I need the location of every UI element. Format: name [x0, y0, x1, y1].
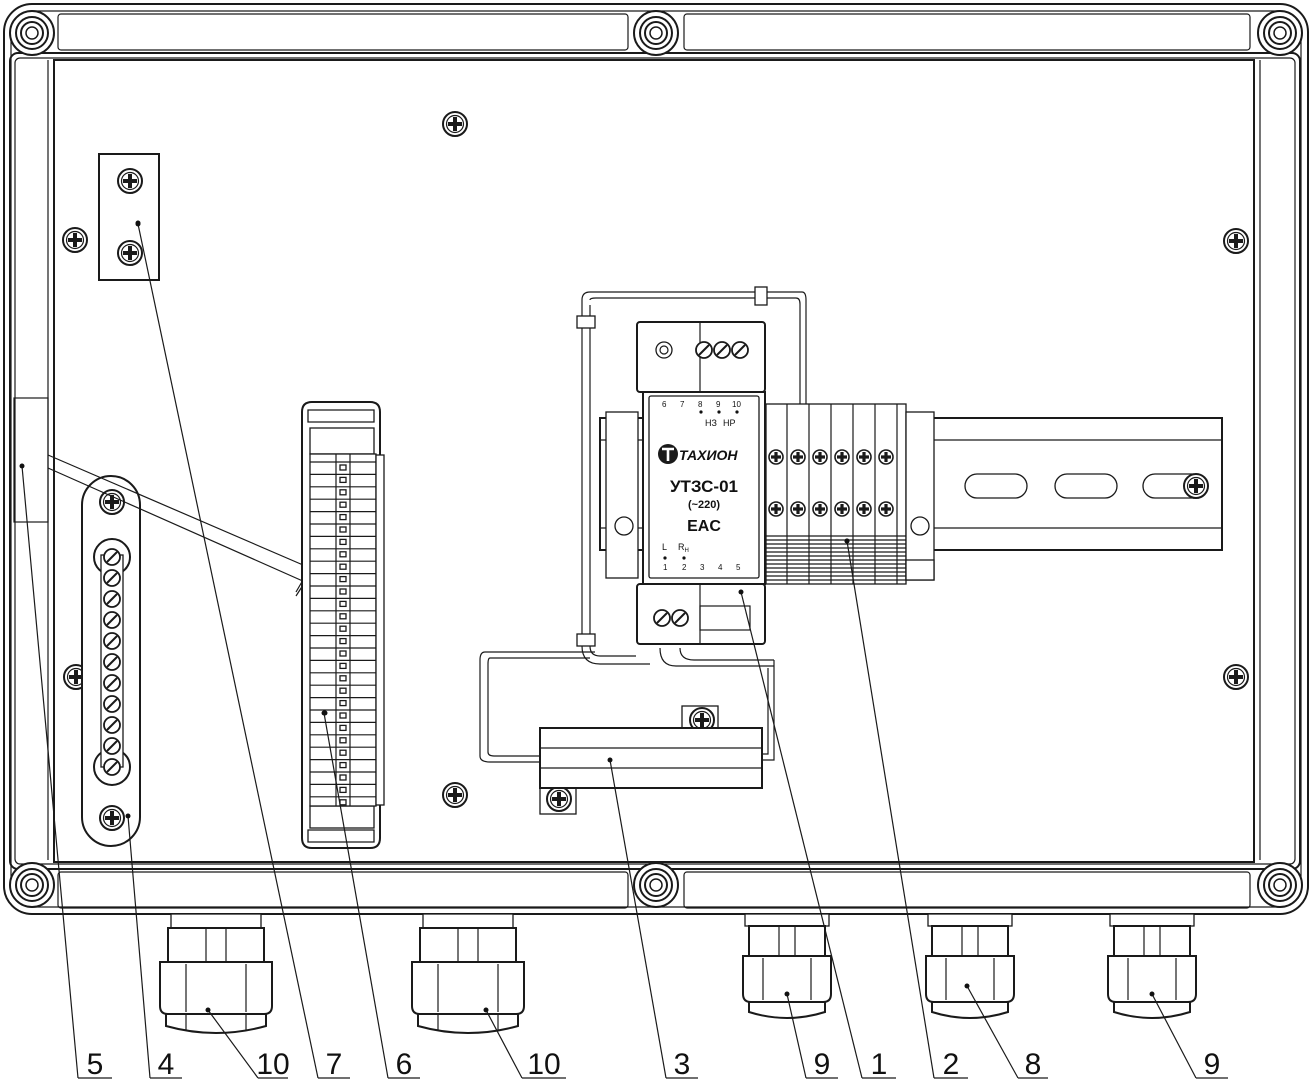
utzs-device: 6 7 8 9 10 НЗ НР ТАХИОН УТЗС-01 (~220) E…	[605, 321, 766, 645]
callouts: 5 4 10 7 6 10 3 9 1 2 8 9	[19, 221, 1228, 1080]
device-voltage: (~220)	[688, 499, 720, 511]
label-nr: НР	[723, 418, 736, 428]
heater-resistor	[539, 705, 763, 815]
vertical-terminal-block	[301, 401, 385, 849]
callout-label: 5	[87, 1048, 104, 1080]
label-rn: RН	[678, 542, 689, 554]
callout-label: 10	[256, 1048, 289, 1080]
enclosure-body	[3, 3, 1309, 915]
top-terminal-9: 9	[716, 400, 721, 409]
device-model: УТЗС-01	[670, 477, 738, 496]
top-terminal-8: 8	[698, 400, 703, 409]
bottom-terminal-1: 1	[663, 563, 668, 572]
bottom-terminal-5: 5	[736, 563, 741, 572]
eac-mark: EAC	[687, 518, 721, 535]
cable-glands	[159, 913, 1197, 1034]
top-terminal-7: 7	[680, 400, 685, 409]
label-nz: НЗ	[705, 418, 717, 428]
ground-plate	[98, 153, 160, 281]
callout-label: 10	[527, 1048, 560, 1080]
top-terminal-10: 10	[732, 400, 741, 409]
callout-label: 9	[1204, 1048, 1221, 1080]
callout-label: 7	[326, 1048, 343, 1080]
brand-name: ТАХИОН	[679, 447, 738, 463]
callout-label: 9	[814, 1048, 831, 1080]
ground-bus-bar	[81, 475, 141, 847]
bottom-terminal-4: 4	[718, 563, 723, 572]
callout-label: 1	[871, 1048, 888, 1080]
top-terminal-6: 6	[662, 400, 667, 409]
callout-label: 6	[396, 1048, 413, 1080]
din-terminal-strip	[765, 403, 935, 585]
bottom-terminal-3: 3	[700, 563, 705, 572]
callout-label: 4	[158, 1048, 175, 1080]
callout-label: 2	[943, 1048, 960, 1080]
label-l: L	[662, 542, 667, 552]
wiring	[479, 286, 807, 763]
bottom-terminal-2: 2	[682, 563, 687, 572]
callout-label: 8	[1025, 1048, 1042, 1080]
tahion-logo-icon	[658, 444, 678, 464]
callout-label: 3	[674, 1048, 691, 1080]
